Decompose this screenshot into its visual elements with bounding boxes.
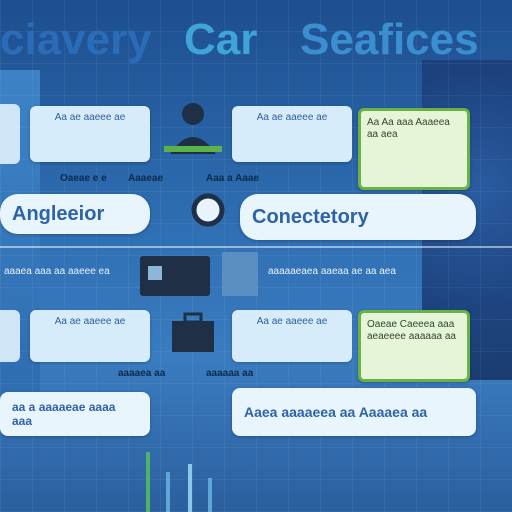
- decor-bar: [208, 478, 212, 512]
- title-part-3: Seafices: [300, 15, 479, 64]
- info-card[interactable]: Aa ae aaeee ae: [30, 310, 150, 362]
- title-part-2: Car: [184, 15, 258, 64]
- highlight-card[interactable]: Oaeae Caeeea aaa aeaeeee aaaaaa aa: [358, 310, 470, 382]
- decor-bar: [166, 472, 170, 512]
- pill-label: Angleeior: [12, 202, 105, 225]
- highlight-card[interactable]: Aa Aa aaa Aaaeea aa aea: [358, 108, 470, 190]
- highlight-card-text: Aa Aa aaa Aaaeea aa aea: [367, 117, 450, 140]
- card-text: Aa ae aaeee ae: [256, 316, 328, 327]
- row-label: Oaeae e e: [60, 173, 107, 184]
- pill-label: Conectetory: [252, 205, 369, 228]
- highlight-card-text: Oaeae Caeeea aaa aeaeeee aaaaaa aa: [367, 319, 456, 342]
- panel-text: Aaea aaaaeea aa Aaaaea aa: [244, 404, 428, 420]
- left-card-stub: [0, 310, 20, 362]
- card-text: Aa ae aaeee ae: [54, 112, 126, 123]
- row-label: Aaa a Aaae: [206, 173, 259, 184]
- decor-bar: [146, 452, 150, 512]
- summary-panel[interactable]: Aaea aaaaeea aa Aaaaea aa: [232, 388, 476, 436]
- page-title: ciavery Car Seafices: [0, 12, 512, 68]
- card-text: Aa ae aaeee ae: [54, 316, 126, 327]
- device-icon: [140, 256, 210, 296]
- user-icon: [158, 98, 228, 158]
- info-card[interactable]: Aa ae aaeee ae: [232, 106, 352, 162]
- info-card[interactable]: Aa ae aaeee ae: [232, 310, 352, 362]
- magnifier-icon: [188, 190, 228, 230]
- title-part-1: ciavery: [0, 15, 152, 64]
- row-label: aaaea aaa aa aaeee ea: [4, 266, 110, 277]
- card-text: Aa ae aaeee ae: [256, 112, 328, 123]
- briefcase-icon: [170, 312, 216, 354]
- row-label: aaaaea aa: [118, 368, 166, 379]
- decor-bar: [188, 464, 192, 512]
- row-label: aaaaaeaea aaeaa ae aa aea: [268, 266, 396, 277]
- category-pill[interactable]: Angleeior: [0, 194, 150, 234]
- summary-panel[interactable]: aa a aaaaeae aaaa aaa: [0, 392, 150, 436]
- panel-text: aa a aaaaeae aaaa aaa: [12, 400, 116, 428]
- divider: [0, 246, 512, 248]
- left-card-stub: [0, 104, 20, 164]
- row-label: Aaaeae: [128, 173, 164, 184]
- category-pill[interactable]: Conectetory: [240, 194, 476, 240]
- row-label: aaaaaa aa: [206, 368, 254, 379]
- info-card[interactable]: Aa ae aaeee ae: [30, 106, 150, 162]
- panel-block: [222, 252, 258, 296]
